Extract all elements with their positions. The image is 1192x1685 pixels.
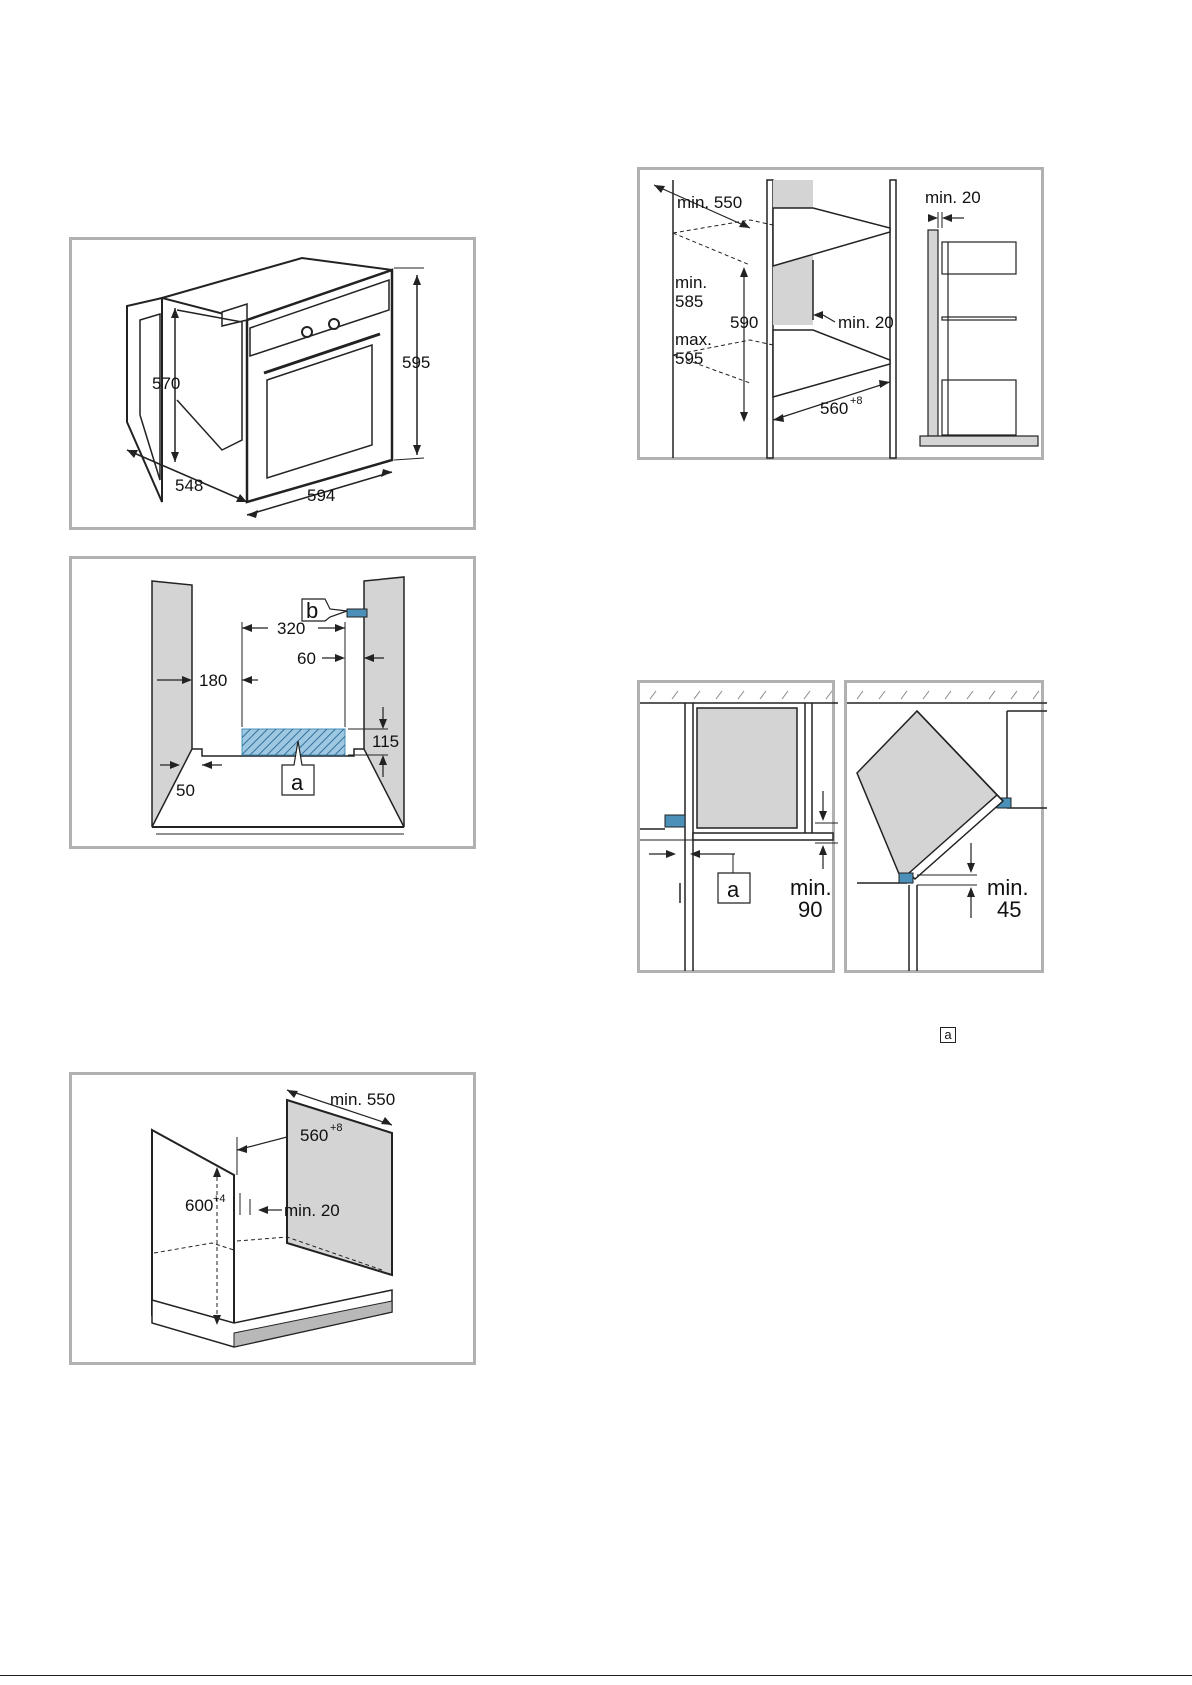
oven-dimensions-drawing: 595 570 548 594 — [72, 240, 479, 533]
vent-cutout-hatching — [242, 729, 345, 755]
bracket-b-icon — [347, 609, 367, 617]
dim-115-label: 115 — [372, 732, 399, 751]
dim-320-label: 320 — [277, 619, 305, 638]
dim-595-label: 595 — [402, 353, 430, 372]
oven-outline-dashed — [673, 233, 750, 265]
hinge-blue-icon — [665, 815, 685, 827]
footer-rule-right — [1089, 1675, 1192, 1676]
upper-shelf — [773, 208, 890, 266]
ceiling-hatching — [650, 691, 832, 699]
underbench-installation-figure: min. 550 560 +8 600 +4 min. 20 — [69, 1072, 476, 1365]
base-ventilation-drawing: b a 320 60 180 115 50 — [72, 559, 479, 852]
underbench-installation-drawing: min. 550 560 +8 600 +4 min. 20 — [72, 1075, 479, 1368]
min-value-label: 90 — [798, 897, 822, 922]
dim-60-label: 60 — [297, 649, 316, 668]
arrow-left-icon — [287, 1090, 298, 1098]
callout-b-label: b — [306, 598, 318, 623]
arrow-down-icon — [967, 863, 975, 873]
knob-right-icon — [329, 319, 339, 329]
arrow-up-icon — [740, 267, 748, 277]
ext-line — [394, 458, 424, 460]
dim-height-label: 600 — [185, 1196, 213, 1215]
dim-height-label: 590 — [730, 313, 758, 332]
footer-rule — [0, 1675, 1192, 1676]
dim-gap-label: min. 20 — [284, 1201, 340, 1220]
base-ventilation-figure: b a 320 60 180 115 50 — [69, 556, 476, 849]
door-panel — [693, 833, 833, 840]
knob-left-icon — [302, 327, 312, 337]
lower-shelf — [773, 330, 890, 397]
arrow-left-icon — [690, 850, 700, 858]
corner-installation-right-figure: min. 45 — [844, 680, 1044, 973]
tall-cabinet-drawing: min. 550 min. 585 max. 595 590 min. 20 5… — [640, 170, 1047, 463]
arrow-down-icon — [413, 445, 421, 455]
dim-depth-label: min. 550 — [330, 1090, 395, 1109]
arrow-left-icon — [942, 214, 952, 222]
dim-width-tolerance: +8 — [850, 395, 863, 407]
dim-548-label: 548 — [175, 476, 203, 495]
side-view-shelf-bottom — [942, 380, 1016, 435]
arrow-right-icon — [381, 1117, 392, 1125]
max-label: max. — [675, 330, 712, 349]
cabinet-back-top — [773, 180, 813, 208]
arrow-left-icon — [258, 1206, 268, 1214]
oven-front-grey — [697, 708, 797, 828]
hinge-blue-icon — [899, 873, 913, 883]
arrow-right-icon — [928, 214, 938, 222]
arrow-down-icon — [819, 811, 827, 821]
arrow-down-icon — [740, 412, 748, 422]
dim-width-label: 560 — [300, 1126, 328, 1145]
corner-installation-left-figure: min. 90 a — [637, 680, 835, 973]
arrow-left-icon — [202, 761, 212, 769]
dim-line-rear-gap — [823, 315, 835, 322]
arrow-right-icon — [666, 850, 676, 858]
arrow-up-icon — [413, 275, 421, 285]
dim-height-tolerance: +4 — [213, 1193, 226, 1205]
arrow-left-icon — [773, 414, 784, 422]
dim-side-gap-label: min. 20 — [925, 188, 981, 207]
arrow-up-icon — [967, 887, 975, 897]
right-side-wall — [364, 577, 404, 827]
dim-50-label: 50 — [176, 781, 195, 800]
arrow-left-icon — [242, 624, 252, 632]
dim-180-label: 180 — [199, 671, 227, 690]
arrow-left-icon — [813, 311, 823, 319]
max-value-label: 595 — [675, 349, 703, 368]
dim-width-tolerance: +8 — [330, 1122, 343, 1134]
callout-a-label: a — [291, 770, 304, 795]
dim-depth-label: min. 550 — [677, 193, 742, 212]
corner-right-drawing: min. 45 — [847, 683, 1047, 976]
min-label: min. — [675, 273, 707, 292]
arrow-right-icon — [335, 624, 345, 632]
min-value-label: 585 — [675, 292, 703, 311]
dim-rear-gap-label: min. 20 — [838, 313, 894, 332]
side-view-panel — [928, 230, 938, 436]
dim-570-label: 570 — [152, 374, 180, 393]
arrow-down-icon — [171, 452, 179, 462]
callout-a-label: a — [727, 877, 740, 902]
arrow-up-icon — [819, 845, 827, 855]
ceiling-hatching — [857, 691, 1039, 699]
legend-callout-a: a — [940, 1027, 956, 1043]
side-view-shelf-mid — [942, 317, 1016, 320]
arrow-left-icon — [242, 676, 252, 684]
dim-594-label: 594 — [307, 486, 335, 505]
side-view-base — [920, 436, 1038, 446]
cabinet-left-panel — [767, 180, 773, 458]
left-cabinet-wall — [152, 1130, 234, 1327]
tall-cabinet-figure: min. 550 min. 585 max. 595 590 min. 20 5… — [637, 167, 1044, 460]
min-value-label: 45 — [997, 897, 1021, 922]
oven-recess-outline — [177, 310, 242, 450]
arrow-right-icon — [335, 654, 345, 662]
oven-rotated-grey — [857, 711, 997, 881]
dim-width-label: 560 — [820, 399, 848, 418]
oven-outline-dashed — [673, 220, 773, 233]
corner-left-drawing: min. 90 a — [640, 683, 838, 976]
side-view-shelf-top — [942, 242, 1016, 274]
arrow-right-icon — [879, 380, 890, 388]
oven-dimensions-figure: 595 570 548 594 — [69, 237, 476, 530]
